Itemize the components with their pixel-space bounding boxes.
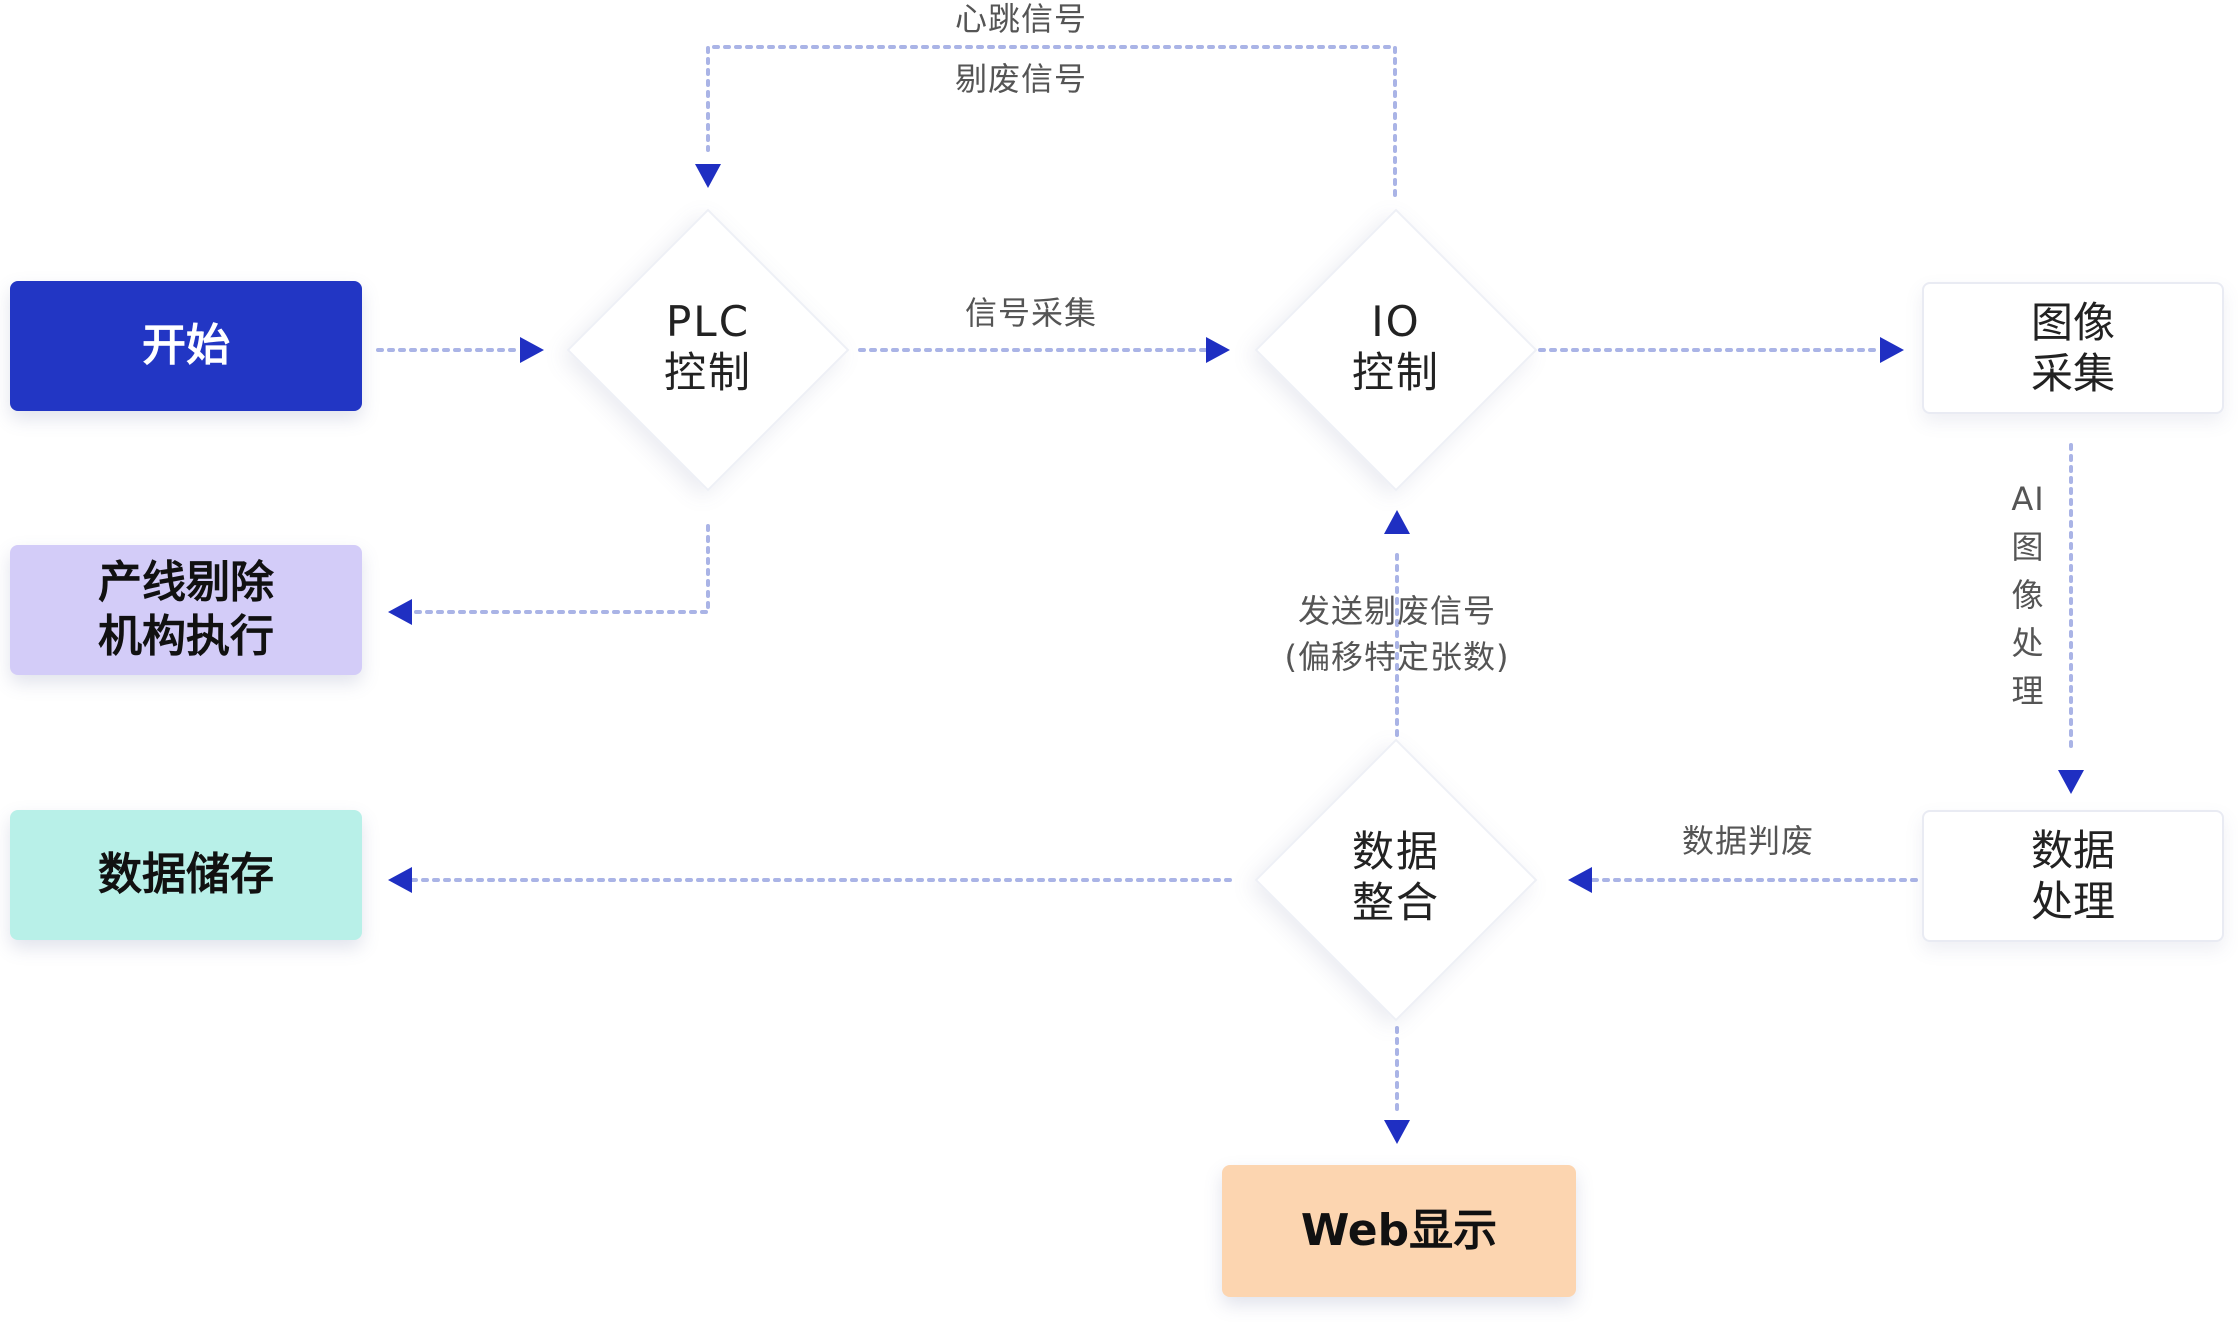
image-capture-node: 图像 采集 (1922, 282, 2224, 414)
reject-exec-node: 产线剔除 机构执行 (10, 545, 362, 675)
arrowhead-web (1384, 1120, 1410, 1144)
web-display-label: Web显示 (1300, 1205, 1498, 1257)
judge-label: 数据判废 (1682, 822, 1815, 860)
arrowhead-merge (1568, 867, 1592, 893)
send-reject-label: 发送剔废信号 (偏移特定张数) (1284, 592, 1510, 677)
arrowhead-process (2058, 770, 2084, 794)
plc-label: PLC 控制 (663, 297, 752, 398)
ai-process-label: AI 图 像 处 理 (2011, 480, 2045, 710)
reject-signal-label: 剔废信号 (955, 60, 1088, 98)
data-merge-label: 数据 整合 (1351, 827, 1440, 928)
data-store-label: 数据储存 (98, 849, 274, 901)
signal-acquire-label: 信号采集 (965, 294, 1098, 332)
heartbeat-signal-label: 心跳信号 (955, 0, 1088, 38)
image-capture-label: 图像 采集 (2030, 297, 2115, 398)
data-store-node: 数据储存 (10, 810, 362, 940)
arrowhead-plc-top (695, 164, 721, 188)
start-label: 开始 (142, 320, 230, 372)
data-process-node: 数据 处理 (1922, 810, 2224, 942)
arrowhead-reject (388, 599, 412, 625)
start-node: 开始 (10, 281, 362, 411)
arrowhead-io-bottom (1384, 510, 1410, 534)
arrowhead-store (388, 867, 412, 893)
connector-plc-reject (410, 524, 710, 614)
arrowhead-io (1206, 337, 1230, 363)
arrowhead-image (1880, 337, 1904, 363)
arrowhead-plc (520, 337, 544, 363)
web-display-node: Web显示 (1222, 1165, 1576, 1297)
io-label: IO 控制 (1351, 297, 1440, 398)
data-process-label: 数据 处理 (2030, 825, 2115, 926)
reject-exec-label: 产线剔除 机构执行 (98, 557, 274, 662)
